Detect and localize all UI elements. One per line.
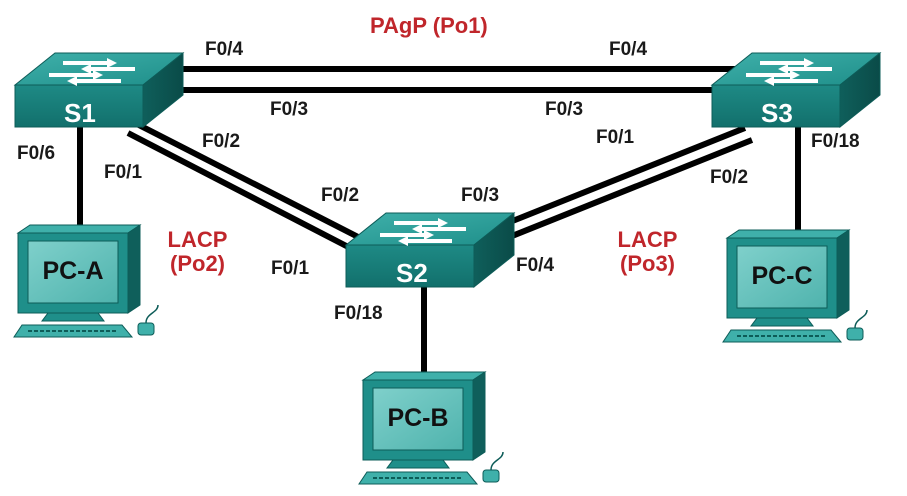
link-s2-s3-f03 [493,125,747,231]
lacp-po3-line1: LACP [617,227,678,252]
switch-arrows-icon [49,58,135,86]
port-label-s3-f03: F0/3 [545,99,584,120]
lacp-po2-label: LACP (Po2) [160,227,235,277]
pagp-group-label: PAgP (Po1) [370,13,488,38]
switch-s2-label: S2 [396,258,428,288]
link-s1-s2-f02 [133,120,366,243]
port-label-s3-f04: F0/4 [609,39,648,60]
pc-c-label: PC-C [751,262,813,290]
switch-s1[interactable] [13,51,185,129]
port-label-s2-f02: F0/2 [321,185,360,206]
port-label-s3-f01: F0/1 [596,127,635,148]
lacp-po3-label: LACP (Po3) [610,227,685,277]
link-s2-s3-f04 [500,137,754,243]
pc-a[interactable] [13,224,159,338]
switch-s3-label: S3 [761,98,793,128]
switch-s1-label: S1 [64,98,96,128]
port-label-s1-f03: F0/3 [270,99,309,120]
port-label-s3-f02: F0/2 [710,167,749,188]
port-label-s1-f02: F0/2 [202,131,241,152]
port-label-s1-f01: F0/1 [104,162,143,183]
pc-c[interactable] [722,229,868,343]
switch-s3[interactable] [710,51,882,129]
port-label-s2-f03: F0/3 [461,185,500,206]
switch-s2[interactable] [344,211,516,289]
link-s1-s2-f01 [126,130,358,254]
port-label-s3-f018: F0/18 [811,131,860,152]
pc-b-label: PC-B [387,404,449,432]
pc-b[interactable] [358,371,504,485]
switch-arrows-icon [746,58,832,86]
lacp-po2-line2: (Po2) [170,251,225,277]
links [77,66,801,380]
pc-a-label: PC-A [42,257,104,285]
lacp-po3-line2: (Po3) [620,251,675,277]
port-label-s2-f04: F0/4 [516,255,555,276]
lacp-po2-line1: LACP [167,227,228,252]
port-label-s1-f04: F0/4 [205,39,244,60]
port-label-s1-f06: F0/6 [17,143,56,164]
port-label-s2-f018: F0/18 [334,303,383,324]
port-label-s2-f01: F0/1 [271,258,310,279]
switch-arrows-icon [380,218,466,246]
